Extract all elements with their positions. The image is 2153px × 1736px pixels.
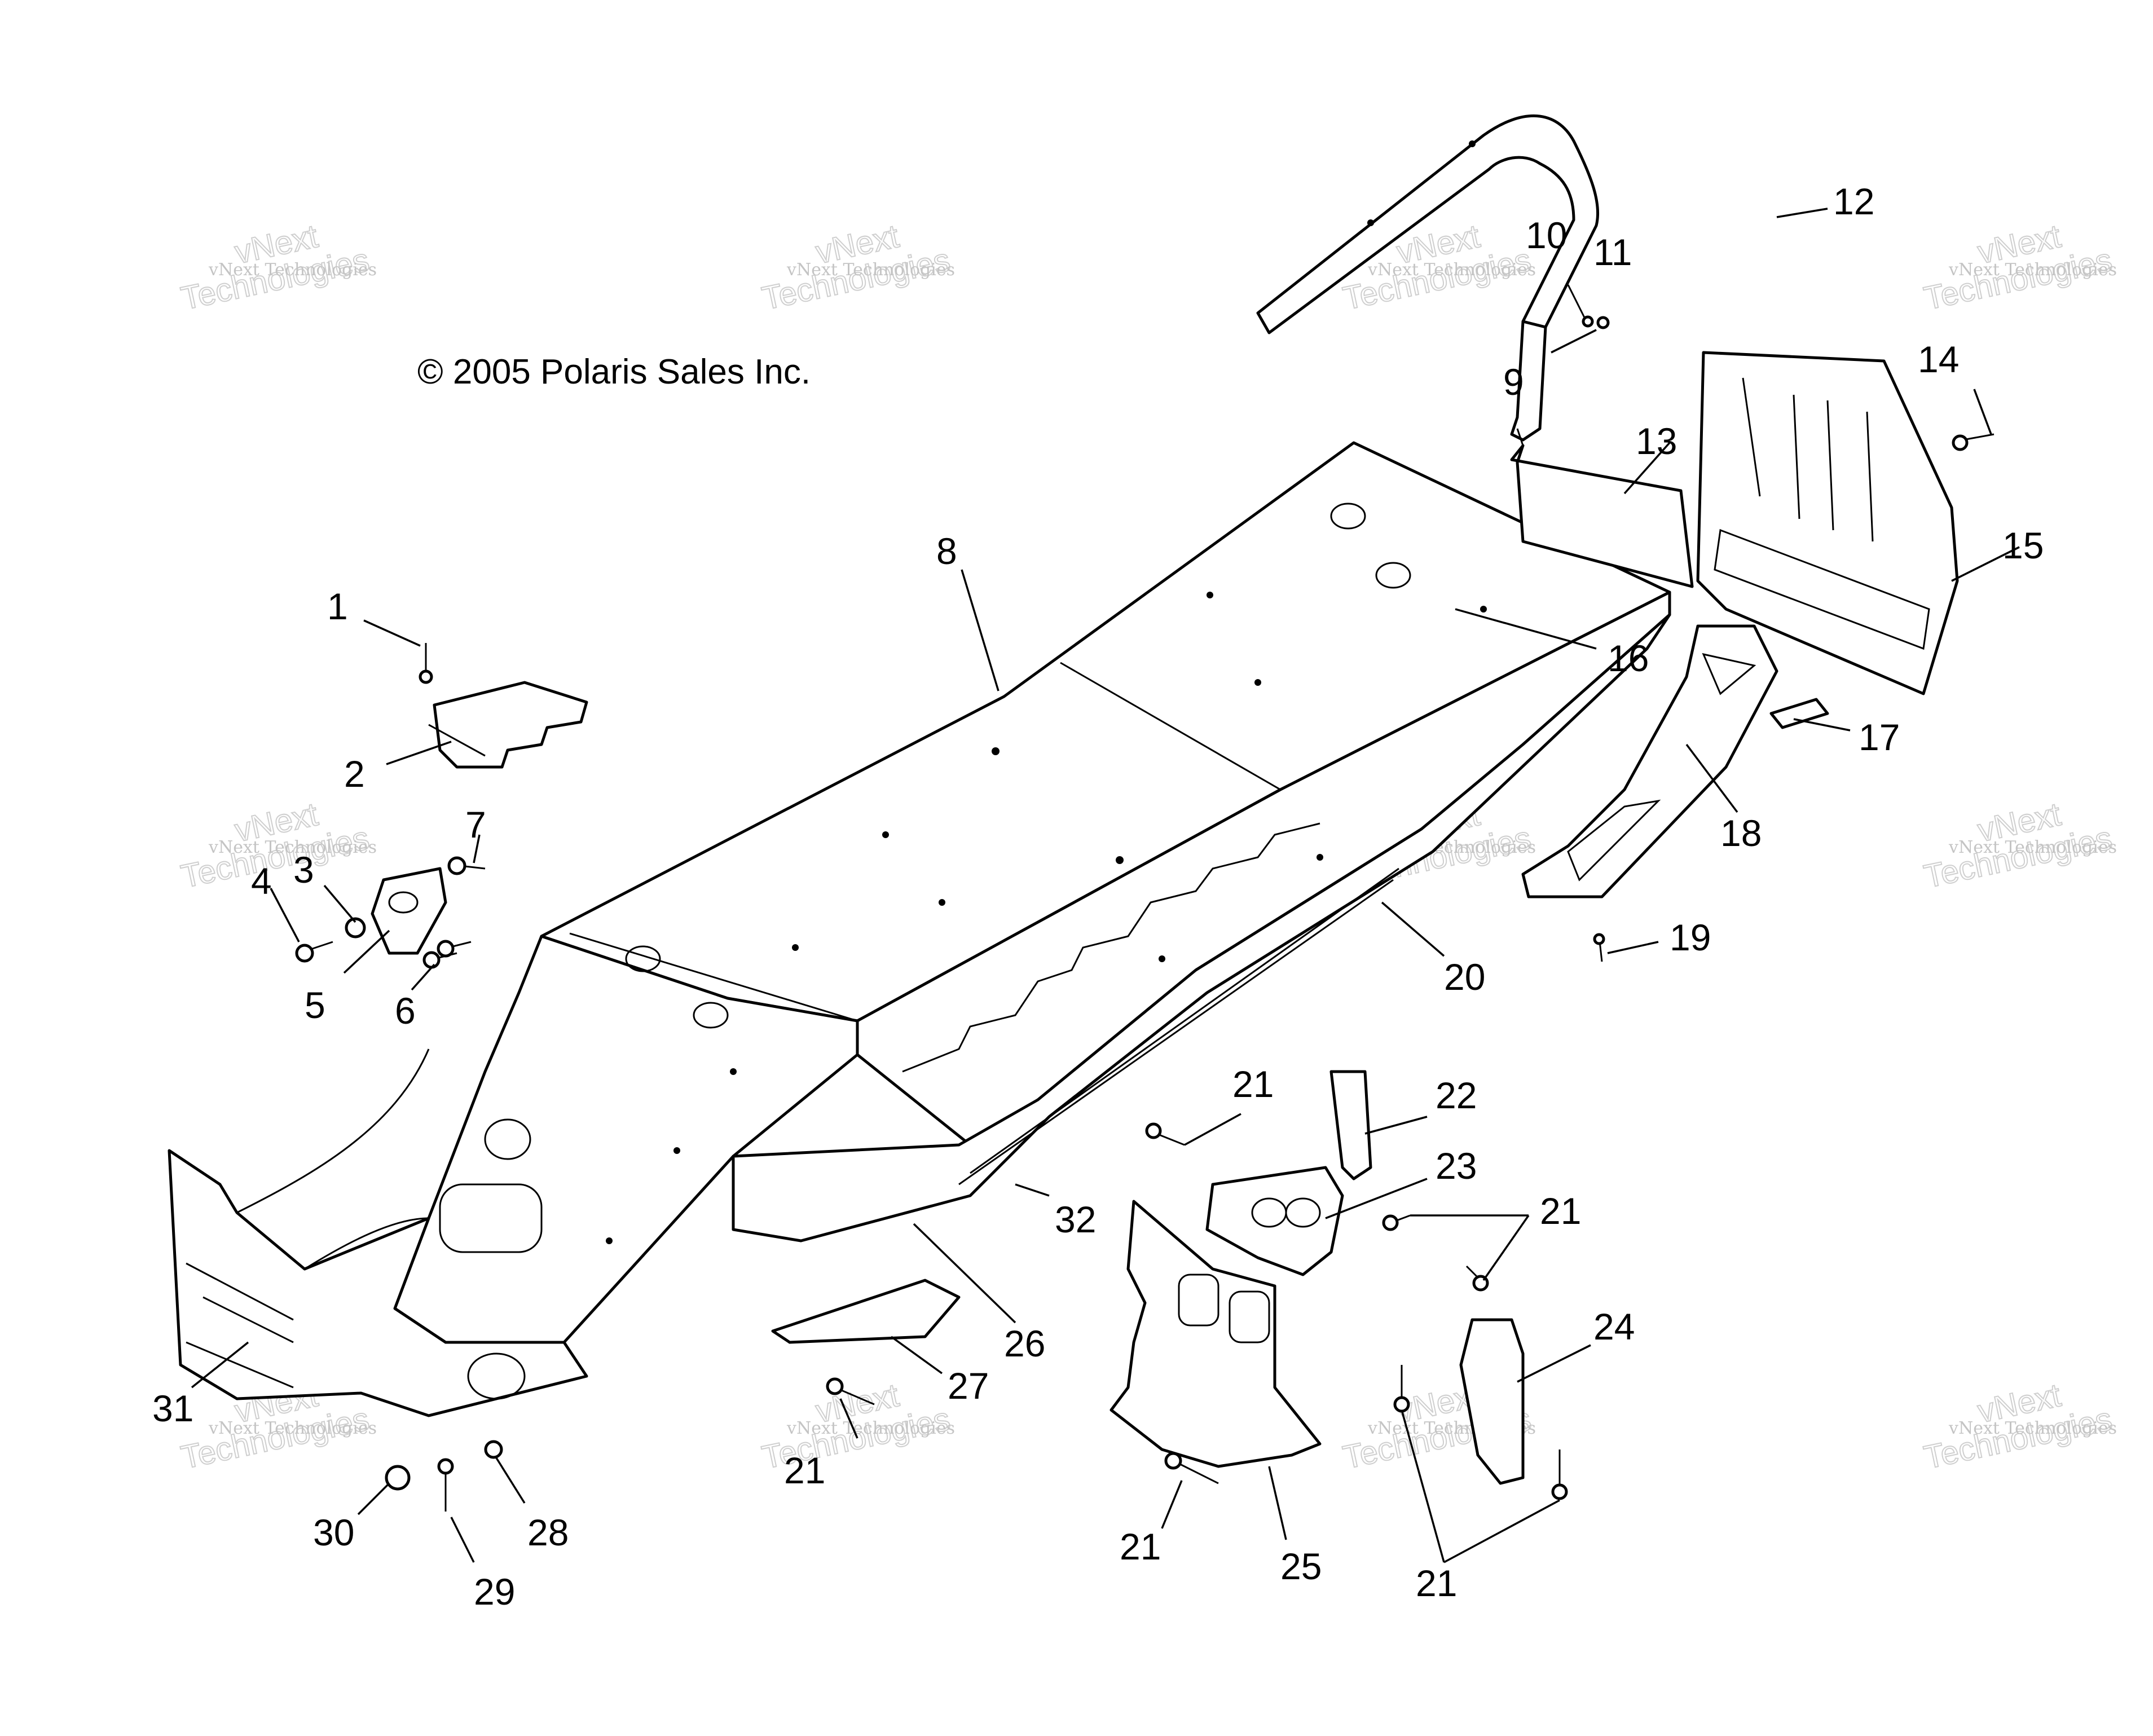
access-cover-plate — [771, 1279, 961, 1344]
callout-30: 30 — [313, 1512, 354, 1553]
bolt-21-vertical-b — [1551, 1449, 1568, 1500]
callout-7: 7 — [465, 804, 486, 845]
rear-snowflap-logo — [1696, 351, 1959, 695]
watermark-small: vNext Technologies — [786, 260, 955, 280]
rivet-holes — [606, 503, 1487, 1244]
callout-21-right: 21 — [1540, 1190, 1581, 1232]
callout-24: 24 — [1593, 1306, 1635, 1347]
nut-28 — [484, 1440, 503, 1459]
tunnel-lower-rail — [732, 613, 1671, 1242]
bolt-21-mid — [1382, 1214, 1411, 1231]
callout-4: 4 — [251, 860, 272, 902]
callout-6: 6 — [395, 990, 416, 1032]
callout-21-left: 21 — [784, 1449, 825, 1491]
mounting-bracket — [428, 681, 588, 769]
bolt-14 — [1952, 433, 1995, 451]
bolt-4 — [295, 941, 333, 963]
watermark-small: vNext Technologies — [1948, 260, 2117, 280]
callout-23: 23 — [1436, 1145, 1477, 1187]
callout-11: 11 — [1593, 231, 1632, 273]
callout-1: 1 — [327, 585, 348, 627]
callout-8: 8 — [936, 530, 957, 572]
callout-14: 14 — [1918, 338, 1959, 380]
callout-32: 32 — [1055, 1199, 1096, 1240]
callout-21-upper: 21 — [1232, 1063, 1274, 1105]
callout-12: 12 — [1833, 180, 1874, 222]
callout-31: 31 — [152, 1387, 193, 1429]
bolt-1 — [419, 643, 433, 684]
bolt-21-upper — [1145, 1122, 1185, 1146]
callout-16: 16 — [1608, 637, 1649, 679]
callout-5: 5 — [305, 984, 325, 1026]
watermark-small: vNext Technologies — [1948, 838, 2117, 857]
watermark-small: vNext Technologies — [208, 260, 377, 280]
bolt-21-lower-left — [826, 1377, 875, 1405]
callout-21-lower-right: 21 — [1416, 1562, 1457, 1604]
callout-22: 22 — [1436, 1074, 1477, 1116]
watermark-small: vNext Technologies — [1948, 1418, 2117, 1438]
watermark-small: vNext Technologies — [208, 838, 377, 857]
callout-2: 2 — [344, 753, 365, 795]
callout-20: 20 — [1444, 956, 1485, 998]
bolt-7 — [447, 856, 486, 875]
callout-9: 9 — [1503, 361, 1524, 403]
chassis-tunnel — [168, 441, 1671, 1417]
callout-13: 13 — [1636, 420, 1677, 462]
nut-3 — [345, 917, 366, 939]
leader-lines — [191, 208, 2020, 1563]
callout-15: 15 — [2002, 525, 2044, 566]
copyright-notice: © 2005 Polaris Sales Inc. — [417, 353, 811, 391]
callout-27: 27 — [948, 1365, 989, 1407]
front-frame-cradle — [168, 1149, 588, 1417]
callout-26: 26 — [1004, 1323, 1045, 1364]
fastener-group — [295, 284, 1995, 1512]
watermark-small: vNext Technologies — [1367, 260, 1536, 280]
callout-17: 17 — [1859, 716, 1900, 758]
bolt-29 — [437, 1458, 454, 1512]
callout-labels: 1 2 3 4 5 6 7 8 9 10 11 12 13 14 15 16 1… — [152, 180, 2044, 1612]
rear-running-board — [1521, 624, 1778, 898]
rear-bumper-bar — [1256, 114, 1600, 446]
nut-30 — [385, 1465, 411, 1491]
callout-18: 18 — [1720, 812, 1762, 854]
callout-3: 3 — [293, 849, 314, 891]
callout-19: 19 — [1670, 917, 1711, 958]
snow-flap — [1510, 444, 1694, 588]
rivet-19 — [1593, 933, 1605, 962]
steering-plate — [371, 867, 447, 955]
washer-11 — [1596, 316, 1610, 329]
hold-down-strap — [1329, 1070, 1372, 1180]
bolt-21-bottom — [1164, 1452, 1219, 1484]
decal-tag — [1769, 698, 1829, 729]
footrest-frame — [1109, 1200, 1322, 1468]
callout-10: 10 — [1526, 214, 1567, 256]
callout-28: 28 — [527, 1512, 569, 1553]
watermark-small: vNext Technologies — [208, 1418, 377, 1438]
watermark-small: vNext Technologies — [786, 1418, 955, 1438]
bolt-10 — [1567, 284, 1594, 328]
callout-25: 25 — [1280, 1545, 1322, 1587]
heat-shield-plate — [1459, 1318, 1525, 1485]
bolt-21-vertical-a — [1393, 1365, 1410, 1413]
callout-29: 29 — [474, 1571, 515, 1612]
side-bracket — [1205, 1166, 1344, 1276]
callout-21-bottom: 21 — [1120, 1526, 1161, 1567]
bolt-6 — [422, 940, 472, 969]
